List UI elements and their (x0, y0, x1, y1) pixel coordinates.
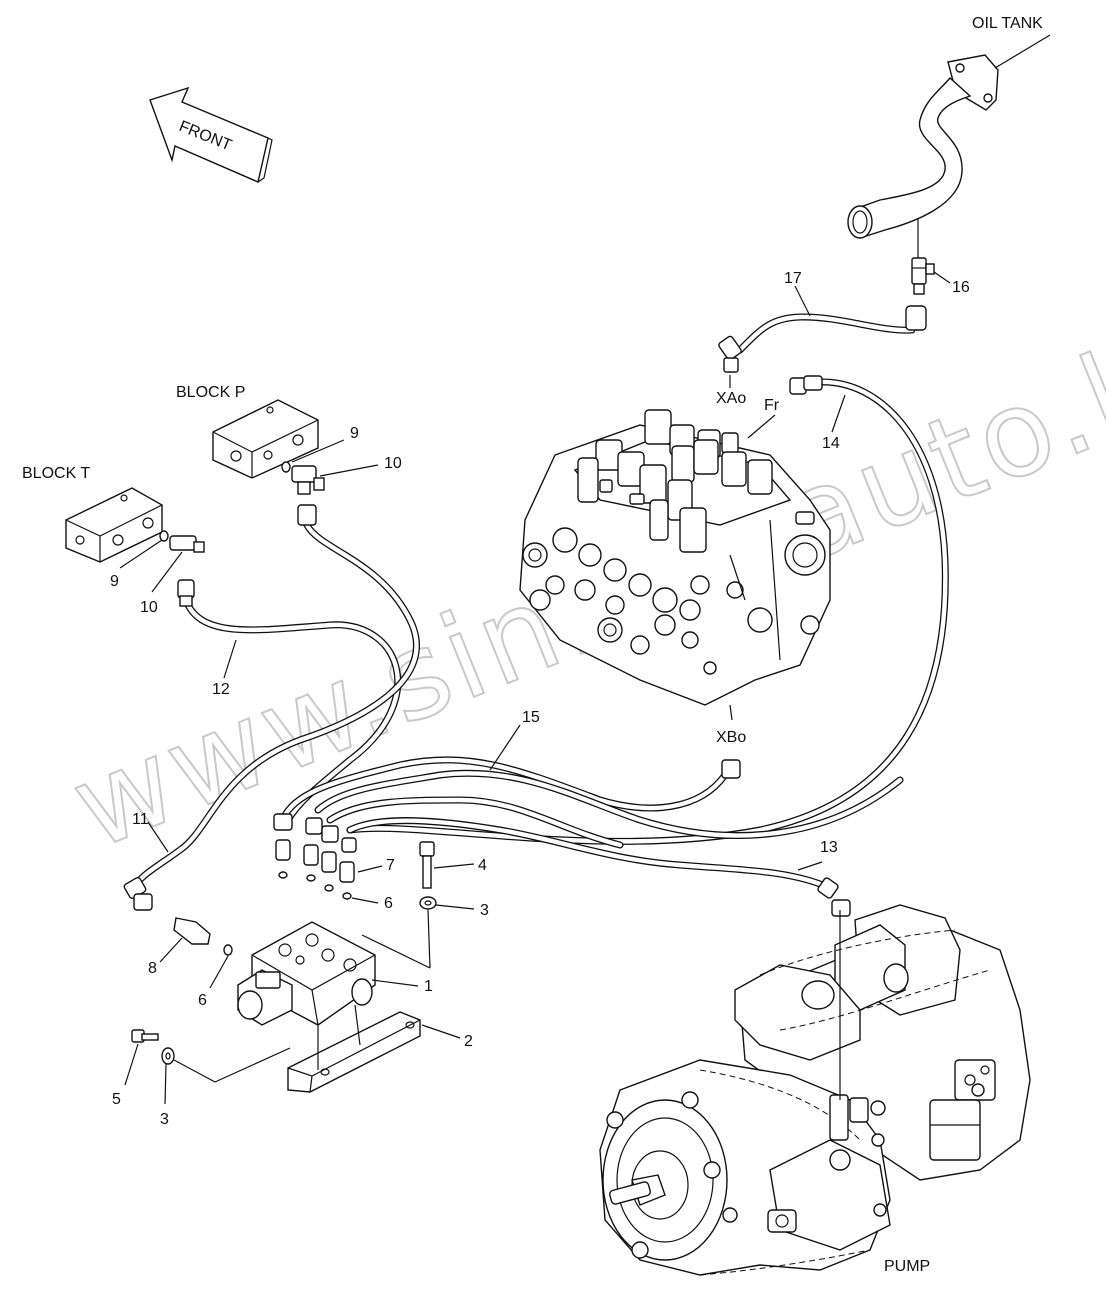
callout-5: 5 (112, 1091, 121, 1108)
xao-label: XAo (716, 390, 746, 407)
fitting-8 (173, 917, 233, 956)
block-p-label: BLOCK P (176, 384, 245, 401)
tee-fitting-16 (911, 257, 935, 295)
callout-6-upper: 6 (384, 895, 393, 912)
callout-11: 11 (132, 811, 149, 828)
pump-label: PUMP (884, 1258, 930, 1275)
block-p (212, 399, 319, 479)
pump (599, 904, 1031, 1276)
oil-tank-pipe: OIL TANK (847, 15, 1051, 239)
solenoid-valve-1 (237, 921, 376, 1026)
callout-16: 16 (952, 279, 970, 296)
callout-10-lower: 10 (140, 599, 158, 616)
callout-3-upper: 3 (480, 902, 489, 919)
hose-14 (346, 375, 949, 845)
block-t-label: BLOCK T (22, 465, 90, 482)
callout-4: 4 (478, 857, 487, 874)
hose-12 (177, 579, 402, 824)
fitting-10-upper (281, 461, 325, 495)
bolt-4 (419, 841, 435, 889)
hose-11 (123, 504, 420, 911)
callout-9-lower: 9 (110, 573, 119, 590)
callout-6-lower: 6 (198, 992, 207, 1009)
callout-3-lower: 3 (160, 1111, 169, 1128)
fr-label: Fr (764, 397, 780, 414)
callout-9-upper: 9 (350, 425, 359, 442)
hose-15 (273, 756, 904, 892)
callout-17: 17 (784, 270, 802, 287)
callout-8: 8 (148, 960, 157, 977)
washer-3-lower (161, 1047, 175, 1065)
hose-17 (718, 305, 927, 373)
callout-7: 7 (386, 857, 395, 874)
oil-tank-label: OIL TANK (972, 15, 1043, 32)
fitting-7-set (275, 839, 355, 900)
hose-13-end (817, 877, 851, 917)
callout-2: 2 (464, 1033, 473, 1050)
callout-14: 14 (822, 435, 840, 452)
xbo-label: XBo (716, 729, 746, 746)
block-t (65, 487, 163, 563)
bolt-5 (131, 1029, 159, 1043)
callout-15: 15 (522, 709, 540, 726)
control-valve (519, 409, 831, 721)
callout-13: 13 (820, 839, 838, 856)
callout-12: 12 (212, 681, 230, 698)
callout-10-upper: 10 (384, 455, 402, 472)
fitting-10-lower (159, 530, 205, 553)
callout-1: 1 (424, 978, 433, 995)
washer-3-upper (419, 896, 437, 910)
front-arrow-icon: FRONT (149, 86, 273, 183)
bracket-2 (287, 1004, 421, 1093)
